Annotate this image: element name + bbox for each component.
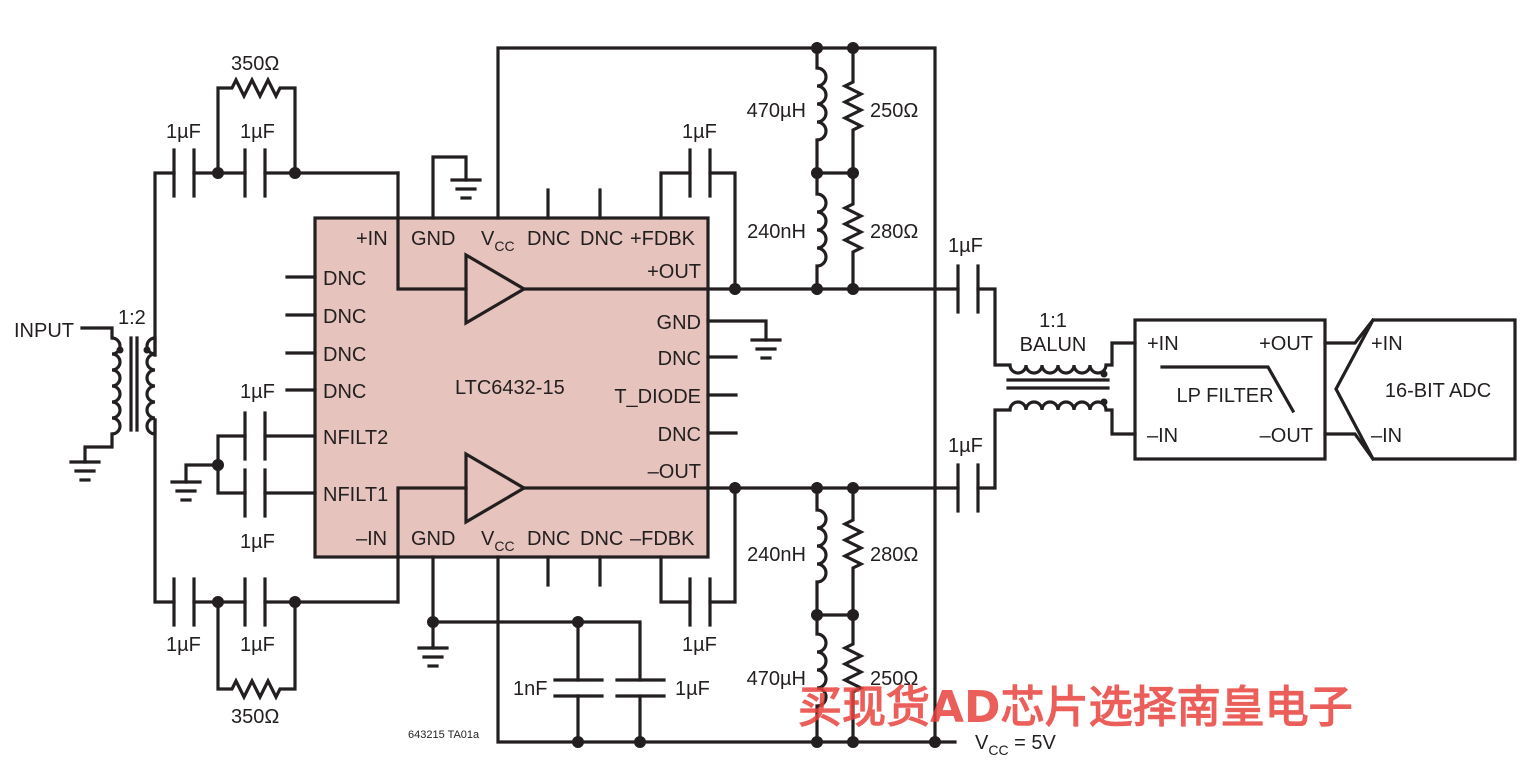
pin-minus-in: –IN (356, 528, 387, 550)
pin-dnc-right-1: DNC (658, 348, 701, 370)
res-bot-1-label: 280Ω (870, 544, 918, 566)
pin-dnc-left-2: DNC (323, 306, 366, 328)
vcc-supply-label: VCC = 5V (975, 732, 1056, 758)
filter-out-plus: +OUT (1259, 333, 1313, 355)
ic-body (313, 216, 710, 559)
input-label: INPUT (14, 320, 74, 342)
res-bot-2-label: 250Ω (870, 668, 918, 690)
res-top-2-label: 280Ω (870, 221, 918, 243)
pin-vcc-top: VCC (481, 228, 515, 254)
watermark-text: 买现货AD芯片选择南皇电子 (798, 682, 1353, 733)
pin-plus-out: +OUT (647, 261, 701, 283)
ind-top-2-label: 240nH (747, 221, 806, 243)
pin-dnc-top-1: DNC (527, 228, 570, 250)
filter-in-plus: +IN (1147, 333, 1179, 355)
cap-1nf-label: 1nF (513, 678, 547, 700)
cap-nfilt1-label: 1µF (240, 531, 275, 553)
ind-top-1-label: 470µH (747, 100, 806, 122)
pin-plus-fdbk: +FDBK (630, 228, 696, 250)
filter-name: LP FILTER (1176, 385, 1273, 407)
cap-in-top-1-label: 1µF (166, 121, 201, 143)
ind-bot-1-label: 240nH (747, 544, 806, 566)
pin-minus-fdbk: –FDBK (630, 528, 695, 550)
transformer-ratio: 1:2 (118, 307, 146, 329)
pin-minus-out: –OUT (648, 461, 701, 483)
filter-out-minus: –OUT (1260, 425, 1313, 447)
lp-filter-block (1133, 318, 1327, 461)
adc-in-plus: +IN (1371, 333, 1403, 355)
pin-dnc-right-2: DNC (658, 424, 701, 446)
pin-dnc-bottom-1: DNC (527, 528, 570, 550)
res-fb-bot-label: 350Ω (231, 706, 279, 728)
cap-1uf-supply-label: 1µF (675, 678, 710, 700)
pin-dnc-left-3: DNC (323, 344, 366, 366)
cap-nfilt2-label: 1µF (240, 381, 275, 403)
pin-t-diode: T_DIODE (614, 386, 701, 408)
adc-in-minus: –IN (1371, 425, 1402, 447)
pin-dnc-left-4: DNC (323, 381, 366, 403)
filter-in-minus: –IN (1147, 425, 1178, 447)
cap-fdbk-bot-label: 1µF (682, 634, 717, 656)
cap-out-bot-label: 1µF (948, 435, 983, 457)
res-top-1-label: 250Ω (870, 100, 918, 122)
pin-dnc-bottom-2: DNC (580, 528, 623, 550)
pin-plus-in: +IN (356, 228, 388, 250)
res-fb-top-label: 350Ω (231, 53, 279, 75)
ind-bot-2-label: 470µH (747, 668, 806, 690)
ic-part-number: LTC6432-15 (455, 377, 565, 399)
pin-dnc-top-2: DNC (580, 228, 623, 250)
cap-out-top-label: 1µF (948, 235, 983, 257)
pin-gnd-right: GND (657, 312, 701, 334)
pin-gnd-top: GND (411, 228, 455, 250)
cap-fdbk-top-label: 1µF (682, 121, 717, 143)
cap-in-bot-1-label: 1µF (166, 634, 201, 656)
adc-name: 16-BIT ADC (1385, 380, 1491, 402)
cap-in-bot-2-label: 1µF (240, 634, 275, 656)
balun-label: BALUN (1020, 334, 1087, 356)
pin-gnd-bottom: GND (411, 528, 455, 550)
balun-ratio: 1:1 (1039, 310, 1067, 332)
pin-dnc-left-1: DNC (323, 268, 366, 290)
figure-code: 643215 TA01a (408, 729, 480, 741)
pin-vcc-bottom: VCC (481, 528, 515, 554)
cap-in-top-2-label: 1µF (240, 121, 275, 143)
pin-nfilt1: NFILT1 (323, 484, 388, 506)
pin-nfilt2: NFILT2 (323, 427, 388, 449)
junction-dots (212, 42, 941, 748)
